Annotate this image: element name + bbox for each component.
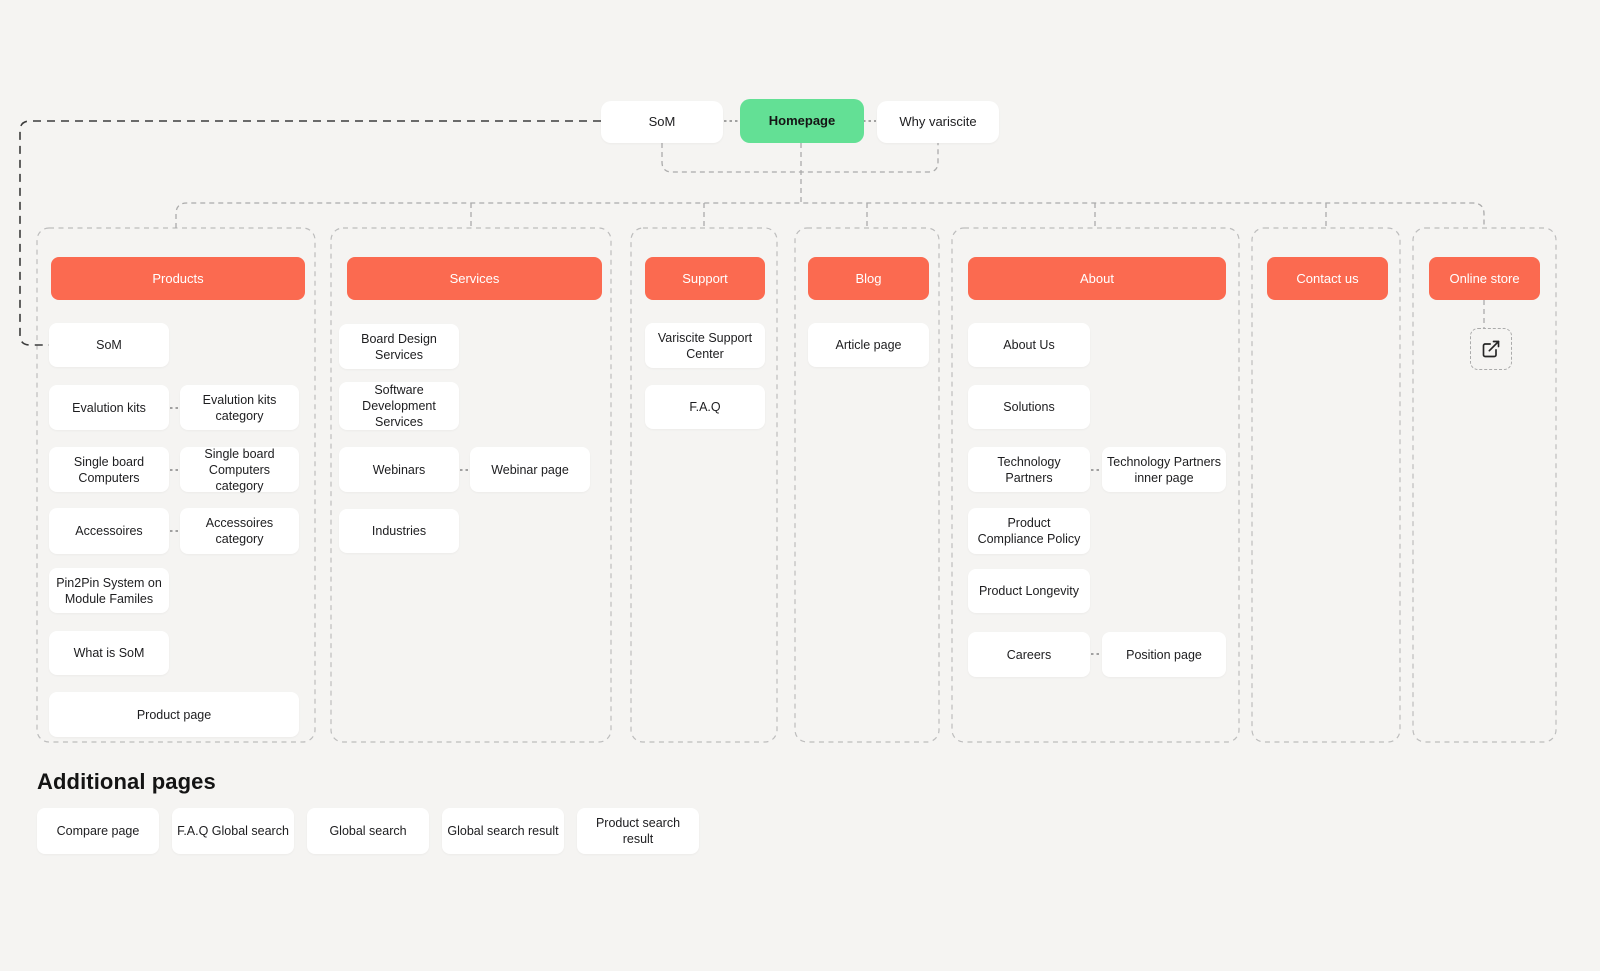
node-products-som[interactable]: SoM [49,323,169,367]
distribution-line [175,202,1485,228]
header-services[interactable]: Services [347,257,602,300]
online-store-group-border [1412,227,1557,743]
node-tech-partners[interactable]: Technology Partners [968,447,1090,492]
node-compliance[interactable]: Product Compliance Policy [968,508,1090,554]
node-pin2pin[interactable]: Pin2Pin System on Module Familes [49,568,169,613]
node-software-dev[interactable]: Software Development Services [339,382,459,430]
node-support-center[interactable]: Variscite Support Center [645,323,765,368]
online-store-external-link[interactable] [1470,328,1512,370]
top-row-bracket [661,143,939,173]
node-tech-partners-inner[interactable]: Technology Partners inner page [1102,447,1226,492]
node-evalution-kits[interactable]: Evalution kits [49,385,169,430]
node-careers[interactable]: Careers [968,632,1090,677]
node-global-search[interactable]: Global search [307,808,429,854]
header-online-store[interactable]: Online store [1429,257,1540,300]
node-what-is-som[interactable]: What is SoM [49,631,169,675]
header-products[interactable]: Products [51,257,305,300]
support-group-border [630,227,778,743]
node-position-page[interactable]: Position page [1102,632,1226,677]
node-evalution-kits-category[interactable]: Evalution kits category [180,385,299,430]
node-board-design[interactable]: Board Design Services [339,324,459,369]
header-contact-us[interactable]: Contact us [1267,257,1388,300]
node-industries[interactable]: Industries [339,509,459,553]
header-support[interactable]: Support [645,257,765,300]
node-webinars[interactable]: Webinars [339,447,459,492]
node-faq-global-search[interactable]: F.A.Q Global search [172,808,294,854]
node-product-page[interactable]: Product page [49,692,299,737]
node-product-search-result[interactable]: Product search result [577,808,699,854]
node-solutions[interactable]: Solutions [968,385,1090,429]
node-why-variscite[interactable]: Why variscite [877,101,999,143]
node-article-page[interactable]: Article page [808,323,929,367]
node-compare-page[interactable]: Compare page [37,808,159,854]
external-link-icon [1482,340,1500,358]
node-global-search-result[interactable]: Global search result [442,808,564,854]
node-about-us[interactable]: About Us [968,323,1090,367]
services-group-border [330,227,612,743]
node-single-board[interactable]: Single board Computers [49,447,169,492]
node-homepage[interactable]: Homepage [740,99,864,143]
node-faq[interactable]: F.A.Q [645,385,765,429]
contact-group-border [1251,227,1401,743]
node-webinar-page[interactable]: Webinar page [470,447,590,492]
node-single-board-category[interactable]: Single board Computers category [180,447,299,493]
node-som-top[interactable]: SoM [601,101,723,143]
header-about[interactable]: About [968,257,1226,300]
som-long-connector [19,120,601,346]
node-longevity[interactable]: Product Longevity [968,569,1090,613]
header-blog[interactable]: Blog [808,257,929,300]
additional-pages-title: Additional pages [37,769,216,794]
about-group-border [951,227,1240,743]
node-accessoires[interactable]: Accessoires [49,508,169,554]
node-accessoires-category[interactable]: Accessoires category [180,508,299,554]
blog-group-border [794,227,940,743]
